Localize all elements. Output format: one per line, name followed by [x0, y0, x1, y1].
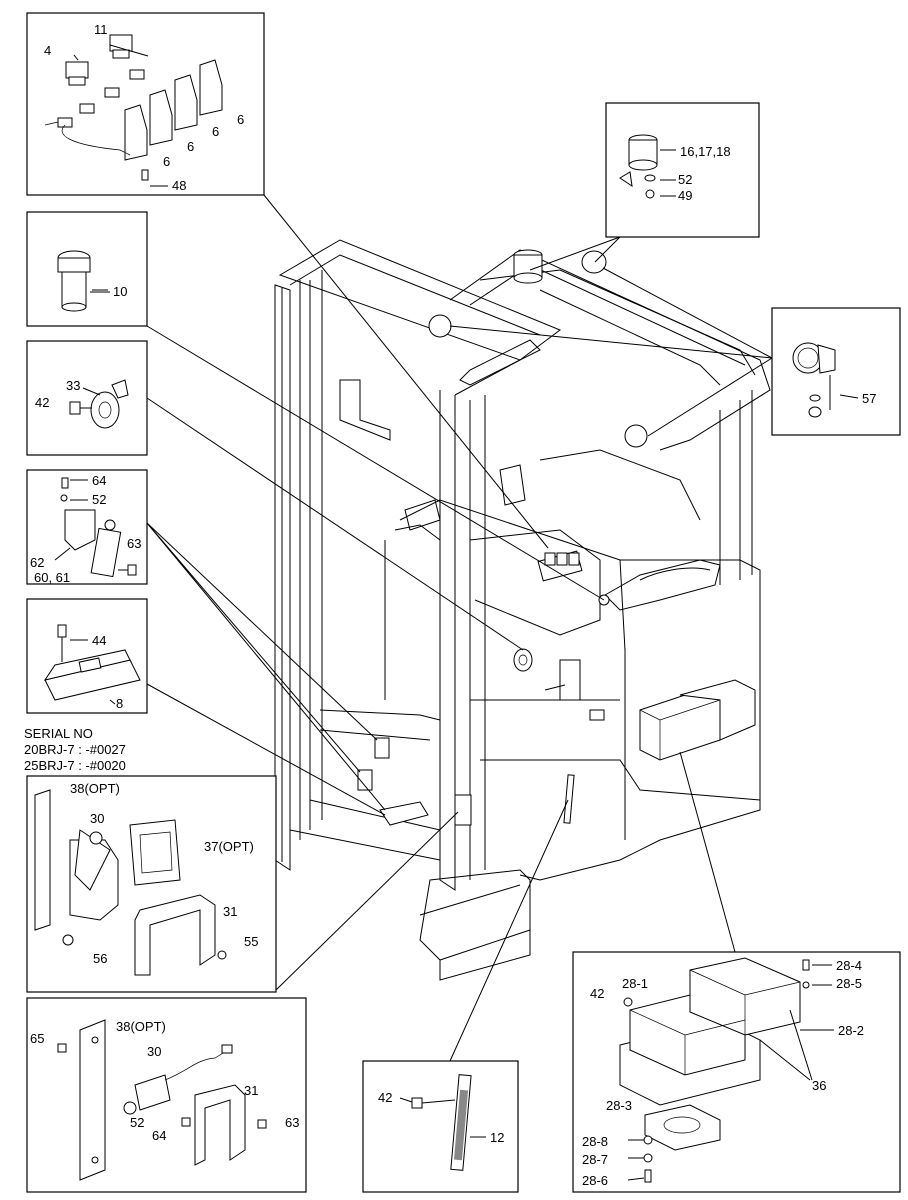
label-36: 36 — [812, 1078, 826, 1093]
label-55: 55 — [244, 934, 258, 949]
label-56: 56 — [93, 951, 107, 966]
box-switch-serial — [26, 775, 277, 993]
label-28-7: 28-7 — [582, 1152, 608, 1167]
label-44: 44 — [92, 633, 106, 648]
label-ticks — [54, 149, 859, 1181]
label-12: 12 — [490, 1130, 504, 1145]
label-57: 57 — [862, 391, 876, 406]
serial-line-2: 25BRJ-7 : -#0020 — [24, 758, 126, 773]
label-28-5: 28-5 — [836, 976, 862, 991]
label-52a: 52 — [92, 492, 106, 507]
label-42b: 42 — [378, 1090, 392, 1105]
label-65: 65 — [30, 1031, 44, 1046]
label-4: 4 — [44, 43, 51, 58]
batteries-art — [619, 957, 810, 1183]
label-28-8: 28-8 — [582, 1134, 608, 1149]
label-38b: 38(OPT) — [116, 1019, 166, 1034]
label-28-4: 28-4 — [836, 958, 862, 973]
label-62: 62 — [30, 555, 44, 570]
label-64a: 64 — [92, 473, 106, 488]
label-48: 48 — [172, 178, 186, 193]
beacon-art — [619, 134, 658, 199]
label-52b: 52 — [130, 1115, 144, 1130]
label-63a: 63 — [127, 536, 141, 551]
label-6a: 6 — [237, 112, 244, 127]
box-beacon — [605, 102, 760, 238]
part-labels: 11 4 6 6 6 6 48 10 33 42 64 52 62 63 60,… — [24, 22, 876, 1188]
label-31b: 31 — [244, 1083, 258, 1098]
label-31a: 31 — [223, 904, 237, 919]
horn-art — [69, 379, 129, 429]
label-6c: 6 — [187, 139, 194, 154]
label-28-6: 28-6 — [582, 1173, 608, 1188]
label-11: 11 — [94, 22, 108, 37]
label-28-3: 28-3 — [606, 1098, 632, 1113]
box-horn — [26, 340, 148, 456]
label-37: 37(OPT) — [204, 839, 254, 854]
serial-title: SERIAL NO — [24, 726, 93, 741]
label-60-61: 60, 61 — [34, 570, 70, 585]
box-ground-strap — [362, 1060, 519, 1193]
switch-serial-art — [34, 789, 227, 976]
serial-line-1: 20BRJ-7 : -#0027 — [24, 742, 126, 757]
label-30b: 30 — [147, 1044, 161, 1059]
label-52c: 52 — [678, 172, 692, 187]
key-switch-art — [57, 250, 108, 312]
label-28-1: 28-1 — [622, 976, 648, 991]
label-28-2: 28-2 — [838, 1023, 864, 1038]
label-10: 10 — [113, 284, 127, 299]
work-lamp-art — [792, 342, 836, 418]
box-work-lamp — [771, 307, 901, 436]
label-42a: 42 — [35, 395, 49, 410]
label-6b: 6 — [212, 124, 219, 139]
label-33: 33 — [66, 378, 80, 393]
label-8: 8 — [116, 696, 123, 711]
label-16-17-18: 16,17,18 — [680, 144, 731, 159]
box-controller — [26, 598, 148, 714]
label-64b: 64 — [152, 1128, 166, 1143]
ground-strap-art — [411, 1074, 472, 1171]
label-38a: 38(OPT) — [70, 781, 120, 796]
limit-switch-art — [60, 477, 137, 578]
switch-opt-art — [57, 1019, 267, 1181]
label-6d: 6 — [163, 154, 170, 169]
label-63b: 63 — [285, 1115, 299, 1130]
installed-parts — [357, 249, 756, 826]
label-42c: 42 — [590, 986, 604, 1001]
forklift-body — [274, 239, 771, 981]
label-30a: 30 — [90, 811, 104, 826]
label-49: 49 — [678, 188, 692, 203]
switch-group-art — [44, 34, 223, 181]
leader-lines — [146, 194, 773, 1062]
box-switches — [26, 12, 265, 196]
controller-art — [43, 624, 141, 701]
